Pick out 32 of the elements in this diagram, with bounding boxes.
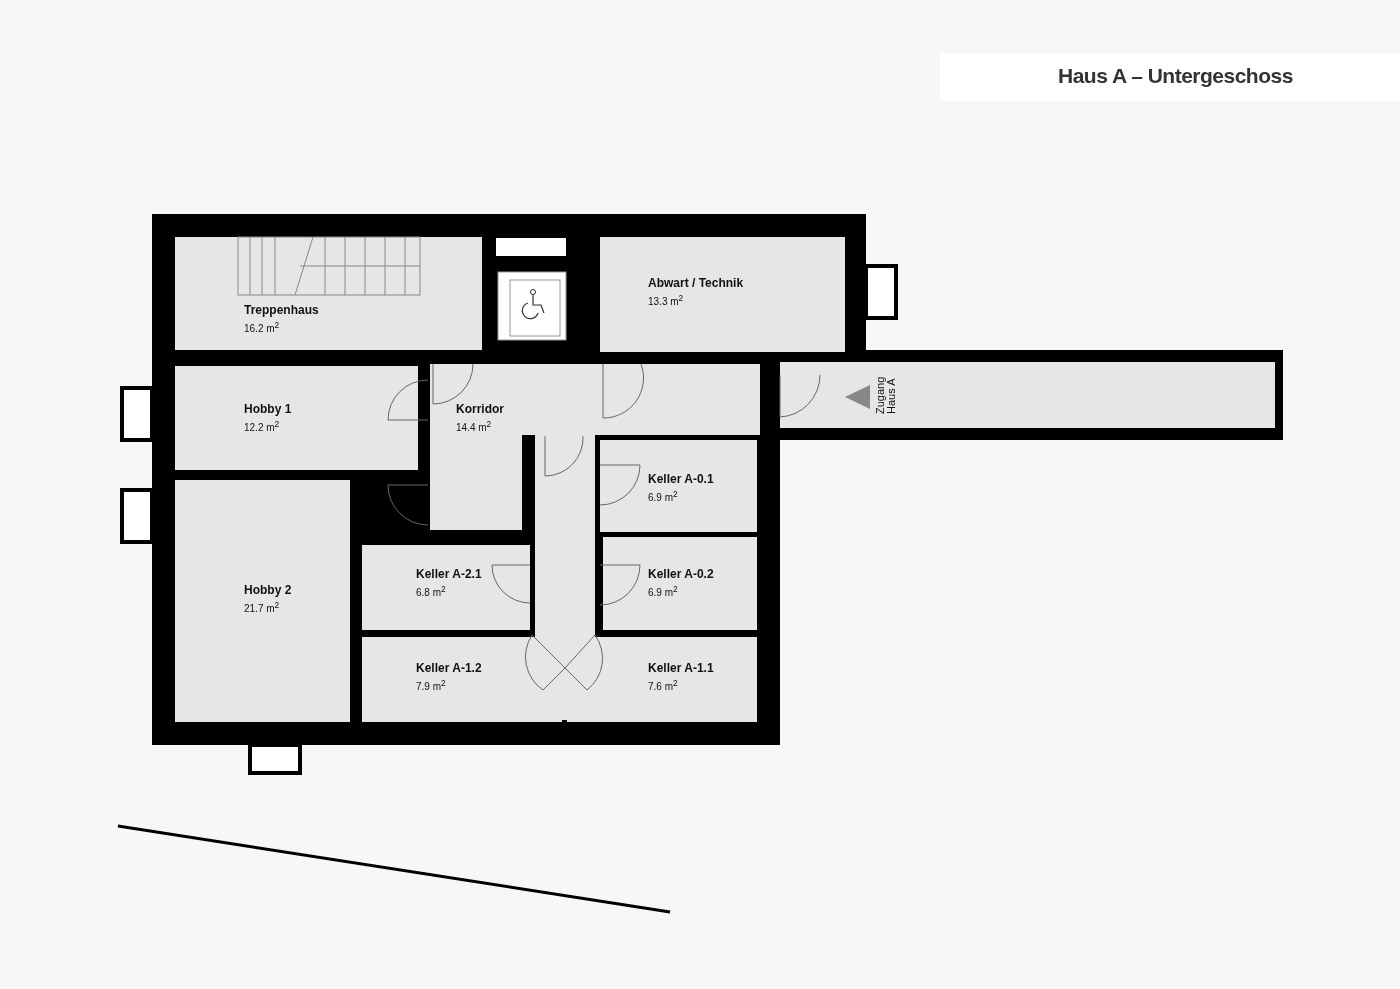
room-name: Hobby 1 xyxy=(244,402,292,416)
room-name: Keller A-0.1 xyxy=(648,472,714,486)
room-area-value: 6.8 m$^{2}$ xyxy=(416,584,446,599)
room-area xyxy=(603,537,757,630)
room-name: Keller A-1.2 xyxy=(416,661,482,675)
room-area xyxy=(600,237,845,352)
room-area xyxy=(175,237,482,350)
room-area xyxy=(362,637,562,722)
room-area-value: 6.9 m$^{2}$ xyxy=(648,584,678,599)
room-name: Korridor xyxy=(456,402,504,416)
room-name: Treppenhaus xyxy=(244,303,319,317)
room-area-value: 21.7 m$^{2}$ xyxy=(244,600,280,615)
room-area xyxy=(175,366,418,470)
room-area xyxy=(175,480,350,722)
room-name: Keller A-0.2 xyxy=(648,567,714,581)
room-name: Hobby 2 xyxy=(244,583,292,597)
room-area-value: 6.9 m$^{2}$ xyxy=(648,489,678,504)
entrance-passage xyxy=(780,362,1275,428)
room-area-value: 12.2 m$^{2}$ xyxy=(244,419,280,434)
room-area xyxy=(567,637,757,722)
room-area xyxy=(362,545,530,630)
room-name: Abwart / Technik xyxy=(648,276,744,290)
room-area-value: 7.6 m$^{2}$ xyxy=(648,678,678,693)
entrance-label: Zugang Haus A xyxy=(875,375,897,414)
page-title: Haus A – Untergeschoss xyxy=(1058,64,1293,88)
room-area-value: 16.2 m$^{2}$ xyxy=(244,320,280,335)
room-area-value: 14.4 m$^{2}$ xyxy=(456,419,492,434)
room-name: Keller A-2.1 xyxy=(416,567,482,581)
room-area-value: 13.3 m$^{2}$ xyxy=(648,293,684,308)
room-area-value: 7.9 m$^{2}$ xyxy=(416,678,446,693)
room-area xyxy=(600,440,757,532)
room-name: Keller A-1.1 xyxy=(648,661,714,675)
